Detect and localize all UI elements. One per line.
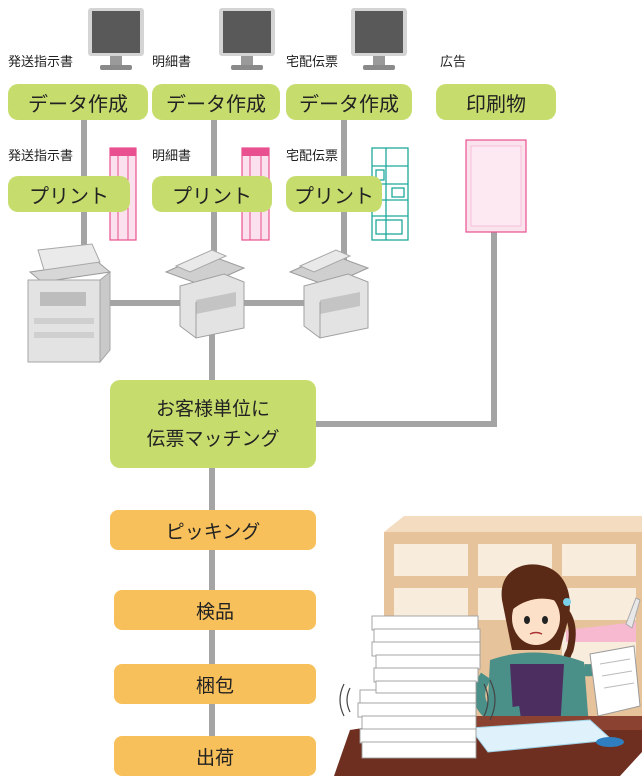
step-inspection: 検品 bbox=[114, 590, 316, 630]
step-picking: ピッキング bbox=[110, 510, 316, 550]
label-advertisement: 広告 bbox=[440, 55, 467, 70]
printer-icon bbox=[27, 243, 112, 364]
print-box-shipping: プリント bbox=[8, 176, 130, 212]
monitor-icon bbox=[351, 8, 407, 70]
data-creation-box-delivery: データ作成 bbox=[286, 84, 412, 120]
multifunction-printer-icon bbox=[288, 249, 370, 339]
label-statement: 明細書 bbox=[152, 55, 192, 70]
monitor-icon bbox=[219, 8, 275, 70]
print-box-statement: プリント bbox=[152, 176, 272, 212]
printed-matter-box: 印刷物 bbox=[436, 84, 556, 120]
advertisement-printout-icon bbox=[465, 139, 527, 233]
label-delivery-slip: 宅配伝票 bbox=[286, 55, 339, 70]
print-box-delivery: プリント bbox=[286, 176, 382, 212]
label-shipping-instructions: 発送指示書 bbox=[8, 55, 74, 70]
customer-matching-box: お客様単位に 伝票マッチング bbox=[110, 380, 316, 468]
label-delivery-slip-print: 宅配伝票 bbox=[286, 149, 339, 164]
data-creation-box-shipping: データ作成 bbox=[8, 84, 148, 120]
monitor-icon bbox=[88, 8, 144, 70]
busy-worker-illustration bbox=[334, 516, 642, 776]
matching-line-1: お客様単位に bbox=[155, 398, 270, 420]
step-packing: 梱包 bbox=[114, 664, 316, 704]
data-creation-box-statement: データ作成 bbox=[152, 84, 280, 120]
matching-line-2: 伝票マッチング bbox=[146, 428, 280, 450]
step-shipping: 出荷 bbox=[114, 736, 316, 776]
label-statement-print: 明細書 bbox=[152, 149, 192, 164]
label-shipping-instructions-print: 発送指示書 bbox=[8, 149, 74, 164]
multifunction-printer-icon bbox=[164, 249, 246, 339]
